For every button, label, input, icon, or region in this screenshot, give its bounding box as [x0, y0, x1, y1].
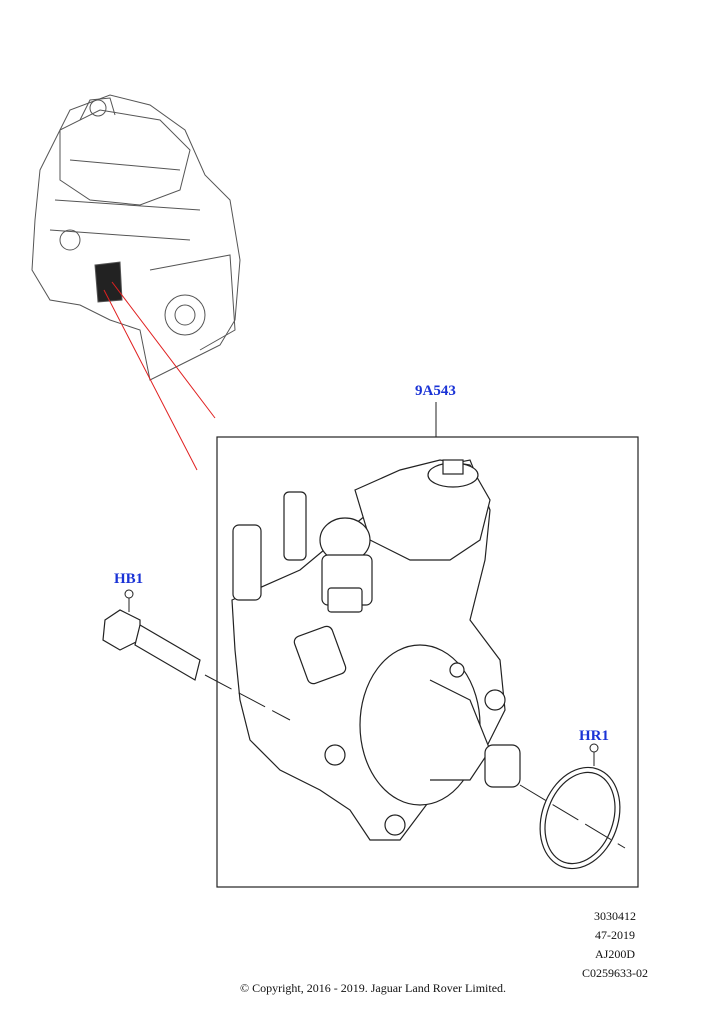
meta-line-2: 47-2019	[595, 928, 635, 942]
callout-hr1[interactable]: HR1	[579, 728, 609, 744]
copyright-notice: © Copyright, 2016 - 2019. Jaguar Land Ro…	[239, 981, 507, 995]
callout-9a543[interactable]: 9A543	[415, 383, 456, 399]
illustration-metadata: 3030412 47-2019 AJ200D C0259633-02	[560, 907, 670, 983]
red-leader-lines	[103, 281, 216, 471]
o-ring-drawing[interactable]	[527, 756, 634, 880]
meta-line-3: AJ200D	[594, 947, 635, 961]
fuel-pump-drawing[interactable]	[231, 459, 521, 841]
detail-frame	[216, 436, 639, 888]
callout-hb1[interactable]: HB1	[114, 571, 144, 587]
meta-line-4: C0259633-02	[582, 966, 648, 980]
engine-overview	[31, 94, 241, 381]
bolt-drawing[interactable]	[102, 609, 201, 681]
meta-line-1: 3030412	[594, 909, 636, 923]
